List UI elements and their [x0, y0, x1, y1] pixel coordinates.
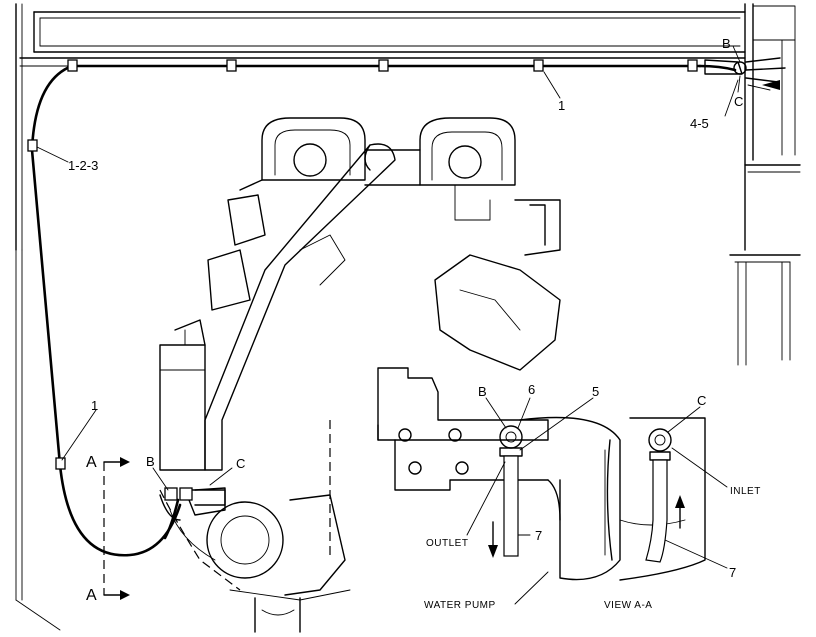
- pump-fittings-main: [163, 487, 226, 540]
- callout-view-b: B: [478, 384, 487, 399]
- upper-fittings: [704, 57, 786, 91]
- water-line-upper: [30, 64, 737, 557]
- label-view-a-a: VIEW A-A: [604, 600, 652, 611]
- view-a-a-inset: [377, 367, 706, 581]
- engine-outline: [159, 117, 561, 633]
- callout-clip-group: 1-2-3: [68, 158, 98, 173]
- label-outlet: OUTLET: [426, 538, 468, 549]
- label-inlet: INLET: [730, 486, 761, 497]
- callout-point-c-top: C: [734, 94, 743, 109]
- callout-section-a-bottom: A: [86, 587, 97, 604]
- callout-point-b-lower: B: [146, 454, 155, 469]
- callout-section-a-top: A: [86, 454, 97, 471]
- callout-view-7-right: 7: [729, 565, 736, 580]
- leader-lines: [36, 45, 741, 605]
- callout-view-5: 5: [592, 384, 599, 399]
- callout-hose-upper: 1: [558, 98, 565, 113]
- callout-view-7-left: 7: [535, 528, 542, 543]
- callout-point-c-lower: C: [236, 456, 245, 471]
- enclosure-frame: [15, 3, 801, 631]
- callout-view-6: 6: [528, 382, 535, 397]
- callout-point-b-top: B: [722, 36, 731, 51]
- section-line-a: [103, 457, 130, 600]
- callout-view-c: C: [697, 393, 706, 408]
- callout-fittings: 4-5: [690, 116, 709, 131]
- label-water-pump: WATER PUMP: [424, 600, 496, 611]
- hose-clips: [27, 59, 698, 470]
- callouts: 1 1-2-3 B C 4-5 1 A A B C B 6 5 C 7 7 OU…: [68, 36, 761, 611]
- callout-hose-left: 1: [91, 398, 98, 413]
